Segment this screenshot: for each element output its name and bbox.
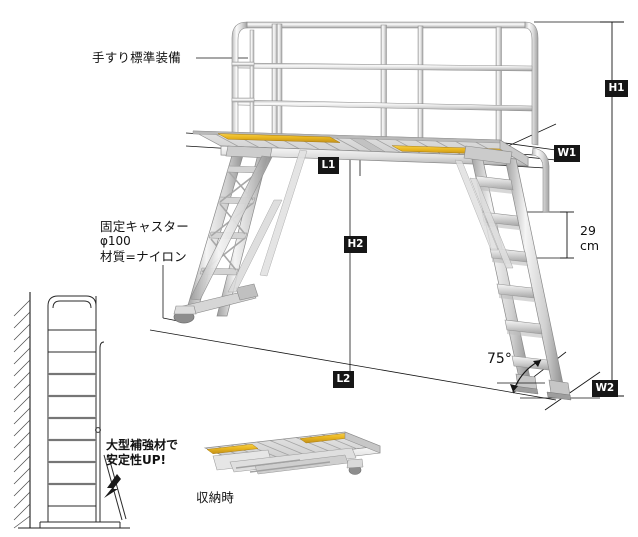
- reinforce-arrow: [104, 474, 121, 498]
- dimension-badge-w2: W2: [592, 380, 618, 397]
- handrail-assembly: [231, 21, 539, 150]
- handrail-annotation: 手すり標準装備: [92, 50, 181, 65]
- dimension-badge-w1: W1: [554, 145, 580, 162]
- reinforce-annotation-line1: 大型補強材で: [106, 438, 179, 452]
- stair-handrail: [531, 147, 550, 213]
- angle-arrowheads: [510, 360, 541, 392]
- center-brace: [189, 155, 283, 301]
- step-height-unit: cm: [580, 238, 600, 253]
- step-height-value: 29: [580, 223, 596, 238]
- folded-view: [203, 431, 381, 475]
- dimension-badge-l1: L1: [318, 157, 339, 174]
- reinforce-annotation-line2: 安定性UP!: [106, 453, 167, 467]
- dimension-badge-l2: L2: [333, 371, 354, 388]
- caster-annotation-line1: 固定キャスター: [100, 219, 189, 234]
- caster-annotation-line3: 材質=ナイロン: [100, 249, 187, 264]
- safety-strip-left: [217, 133, 341, 143]
- right-staircase: [454, 145, 572, 401]
- rear-leg: [259, 149, 308, 277]
- dimension-badge-h2: H2: [344, 236, 367, 253]
- dimension-badge-h1: H1: [605, 80, 628, 97]
- stored-label: 収納時: [196, 490, 235, 505]
- platform-deck: [192, 130, 530, 167]
- folded-strip-left: [206, 443, 259, 455]
- w2-dimension: [544, 371, 601, 411]
- stored-upright-view: [13, 292, 130, 529]
- caster-annotation-line2: φ100: [100, 234, 131, 248]
- angle-label: 75°: [487, 351, 512, 367]
